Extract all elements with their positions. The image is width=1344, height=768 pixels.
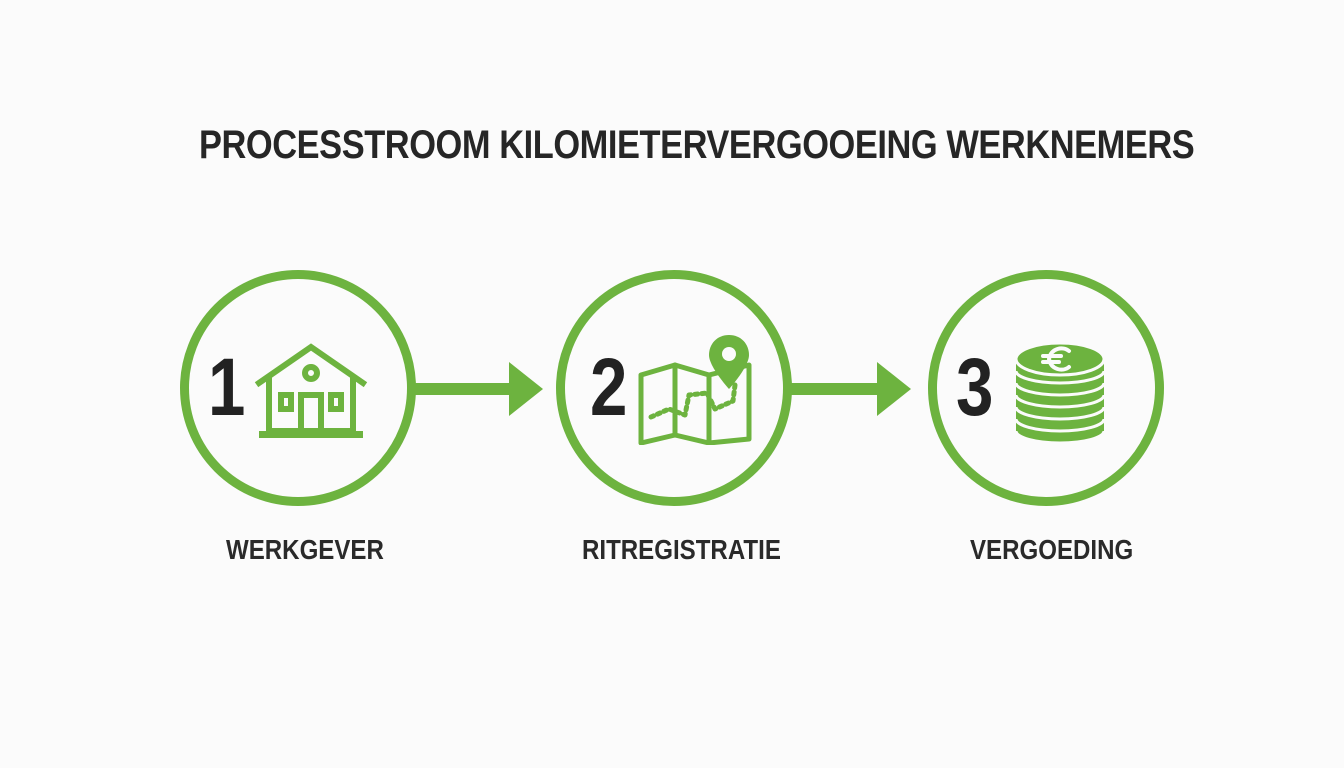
- house-icon: [254, 343, 368, 438]
- arrow-1-to-2: [413, 362, 543, 416]
- step-3-number: 3: [956, 342, 994, 433]
- step-1-label: WERKGEVER: [226, 534, 384, 565]
- step-1-number: 1: [208, 342, 246, 433]
- euro-coins-icon: [1014, 341, 1106, 445]
- diagram-title: PROCESSTROOM KILOMIETERVERGOOEING WERKNE…: [199, 123, 1195, 167]
- step-3-circle: 3: [928, 270, 1164, 506]
- map-pin-icon: [638, 335, 752, 445]
- step-2-circle: 2: [556, 270, 792, 506]
- step-3-label: VERGOEDING: [970, 534, 1134, 565]
- step-1-circle: 1: [180, 270, 416, 506]
- step-2-number: 2: [590, 342, 628, 433]
- step-2-label: RITREGISTRATIE: [582, 534, 781, 565]
- arrow-2-to-3: [791, 362, 911, 416]
